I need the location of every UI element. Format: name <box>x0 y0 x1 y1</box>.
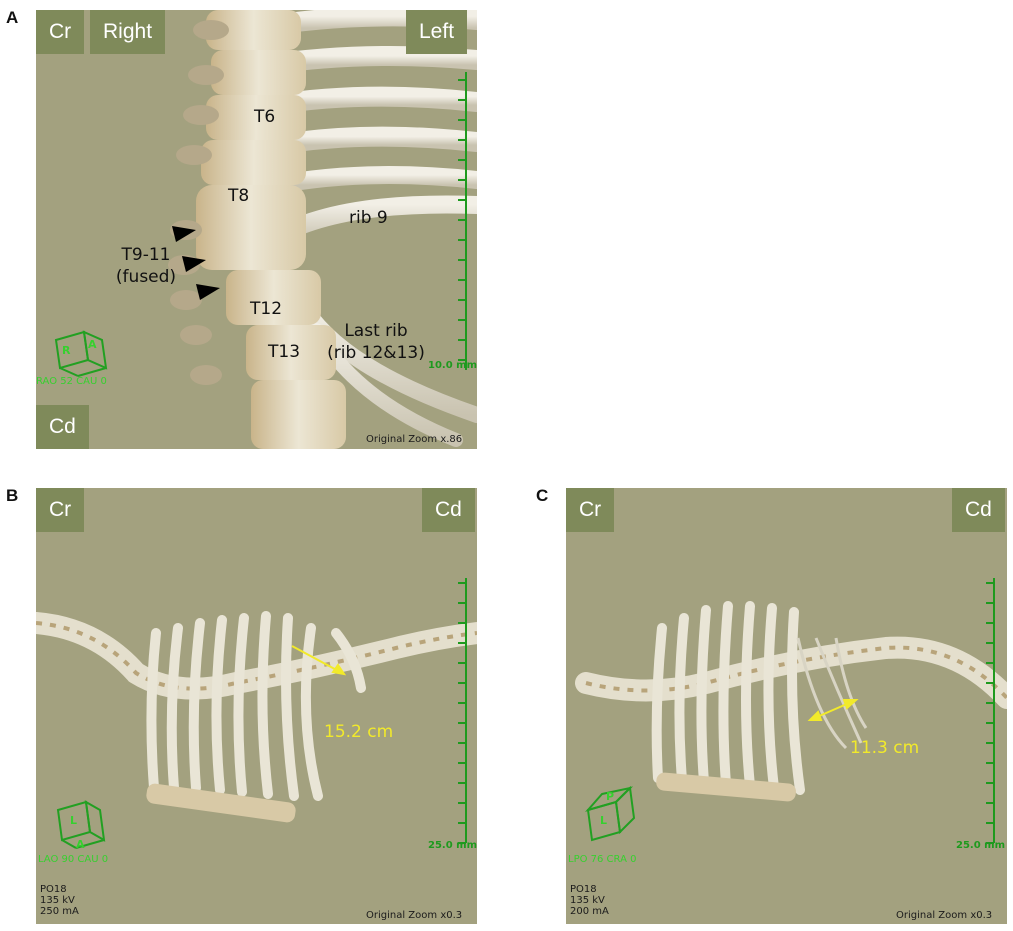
zoom-text-a: Original Zoom x.86 <box>366 434 463 445</box>
orientation-cube-a <box>54 330 108 377</box>
panel-letter-c: C <box>536 486 549 505</box>
label-last-rib-line2: (rib 12&13) <box>327 343 425 363</box>
spine-dorsal-render <box>54 10 477 449</box>
scale-label-c: 25.0 mm <box>956 840 1005 851</box>
tag-caudal: Cd <box>36 405 89 449</box>
info-line-2: 135 kV <box>570 895 605 906</box>
cube-face-l: L <box>70 814 78 827</box>
acquisition-info-c: PO18 135 kV 200 mA <box>570 884 609 917</box>
label-t8: T8 <box>228 186 250 206</box>
vertebral-column <box>196 10 346 449</box>
tag-cranial: Cr <box>36 10 85 54</box>
label-t6: T6 <box>254 107 276 127</box>
info-line-1: PO18 <box>40 884 67 895</box>
tag-caudal: Cd <box>952 488 1005 532</box>
scale-bar-c <box>986 578 995 844</box>
label-t13: T13 <box>268 342 301 362</box>
info-line-1: PO18 <box>570 884 597 895</box>
label-t12: T12 <box>250 299 283 319</box>
info-line-3: 200 mA <box>570 906 609 917</box>
cube-face-a: A <box>88 338 97 351</box>
orientation-text-a: RAO 52 CAU 0 <box>36 376 107 387</box>
cube-face-p: P <box>606 790 615 803</box>
tag-cranial: Cr <box>36 488 85 532</box>
skeleton-lateral-render-b <box>36 578 477 849</box>
rib-cage-lines-c <box>796 637 868 750</box>
info-line-3: 250 mA <box>40 906 79 917</box>
orientation-text-c: LPO 76 CRA 0 <box>568 854 637 865</box>
label-t9-11-line2: (fused) <box>115 267 177 287</box>
tag-left: Left <box>406 10 468 54</box>
panel-letter-b: B <box>6 486 19 505</box>
measurement-arrow-c <box>807 699 859 721</box>
measurement-arrow-b <box>291 645 347 676</box>
label-last-rib-line1: Last rib <box>344 321 408 341</box>
sternum-c <box>656 772 796 802</box>
info-line-2: 135 kV <box>40 895 75 906</box>
ribs-c <box>651 601 805 795</box>
measure-label-c: 11.3 cm <box>850 738 920 758</box>
tag-right: Right <box>90 10 166 54</box>
orientation-cube-c <box>585 785 636 842</box>
orientation-text-b: LAO 90 CAU 0 <box>38 854 109 865</box>
label-rib9: rib 9 <box>349 208 388 228</box>
panel-b-image: Cr Cd 15.2 cm 25.0 mm L A LAO 90 CAU 0 P… <box>36 488 477 924</box>
measure-label-b: 15.2 cm <box>324 722 394 742</box>
label-t9-11-line1: T9-11 <box>121 245 171 265</box>
last-rib-b <box>331 628 366 693</box>
arrowheads <box>172 226 220 300</box>
panel-letter-a: A <box>6 8 19 27</box>
label-t9-11: T9-11 (fused) <box>106 244 186 288</box>
scale-bar-b <box>458 578 467 844</box>
panel-a-image: Cr Right Left Cd T6 T8 rib 9 T9-11 (fuse… <box>36 10 477 449</box>
zoom-text-b: Original Zoom x0.3 <box>366 910 463 921</box>
ribs-b <box>146 611 323 801</box>
skeleton-lateral-render-c <box>575 578 1007 844</box>
acquisition-info-b: PO18 135 kV 250 mA <box>40 884 79 917</box>
scale-label-b: 25.0 mm <box>428 840 477 851</box>
tag-caudal: Cd <box>422 488 475 532</box>
label-last-rib: Last rib (rib 12&13) <box>326 320 426 364</box>
zoom-text-c: Original Zoom x0.3 <box>896 910 993 921</box>
scale-bar-a <box>458 72 467 370</box>
sternum-b <box>146 783 296 823</box>
panel-c-image: Cr Cd 11.3 cm 25.0 mm P L LPO 76 CRA 0 P… <box>566 488 1007 924</box>
scale-label-a: 10.0 mm <box>428 360 477 371</box>
cube-face-r: R <box>62 344 71 357</box>
tag-cranial: Cr <box>566 488 615 532</box>
cube-face-a: A <box>76 838 85 851</box>
cube-face-l: L <box>600 814 608 827</box>
orientation-cube-b <box>56 800 106 849</box>
